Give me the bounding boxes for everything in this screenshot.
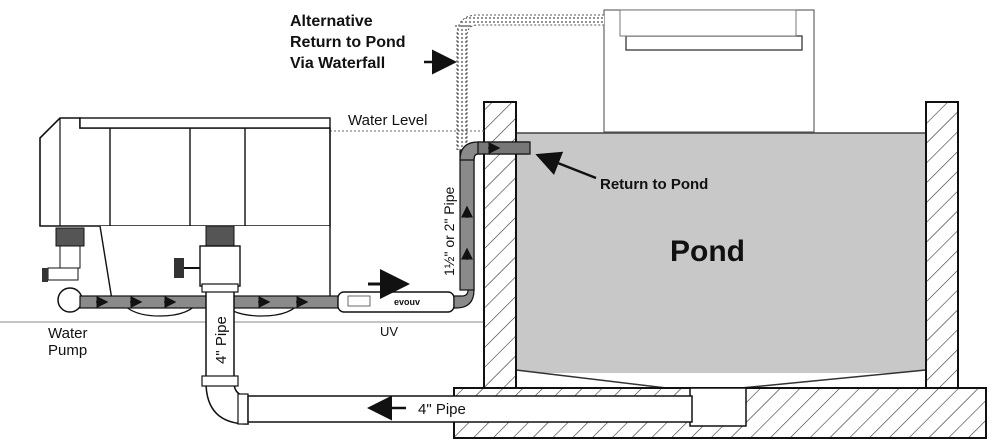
water-pump-label-line1: Water	[48, 325, 87, 342]
uv-label: UV	[380, 324, 398, 339]
bottom-drain	[689, 387, 747, 427]
filter-tank	[39, 117, 331, 317]
pond-right-wall	[925, 101, 959, 389]
uv-brand-text: evouv	[394, 297, 420, 307]
return-pipe-outlet	[477, 141, 531, 155]
pond-label: Pond	[670, 235, 745, 268]
alt-return-label-line1: Alternative	[290, 13, 373, 30]
drop-pipe-label: 4" Pipe	[213, 316, 230, 364]
alternative-return-pipe	[455, 14, 604, 150]
uv-unit: evouv	[337, 291, 455, 313]
waterfall-unit	[603, 9, 815, 133]
bottom-pipe	[247, 395, 693, 423]
alt-return-label-line2: Return to Pond	[290, 34, 406, 51]
water-pump	[42, 227, 85, 313]
return-to-pond-label: Return to Pond	[600, 176, 708, 193]
water-level-label: Water Level	[348, 112, 427, 129]
water-pump-label-line2: Pump	[48, 342, 87, 359]
return-callout-arrow	[535, 151, 597, 180]
vertical-pipe-label: 1½" or 2" Pipe	[441, 186, 457, 276]
bottom-pipe-label: 4" Pipe	[418, 401, 466, 418]
drop-pipe-valve	[174, 225, 241, 287]
flow-arrows	[96, 142, 501, 308]
riser-pipe	[459, 149, 475, 291]
alt-return-label-line3: Via Waterfall	[290, 55, 385, 72]
